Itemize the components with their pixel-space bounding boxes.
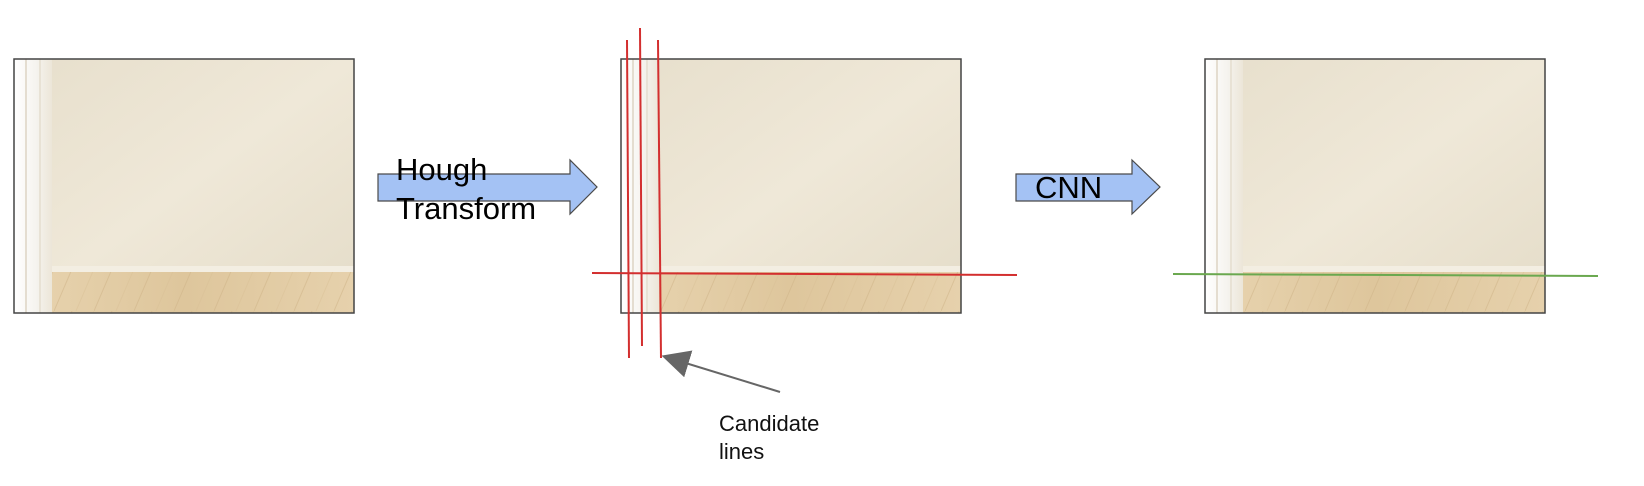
cnn-arrow	[1015, 158, 1161, 216]
hough-label-line1: Hough	[396, 152, 488, 187]
input-room-image	[13, 58, 355, 314]
candidate-line-horizontal	[591, 272, 1018, 276]
candidate-lines-label-line1: Candidate	[719, 411, 820, 436]
cnn-label: CNN	[1035, 170, 1103, 205]
candidate-line-vertical-1	[626, 39, 630, 359]
candidate-lines-label-line2: lines	[719, 439, 765, 464]
candidate-line-vertical-3	[657, 39, 662, 359]
selected-line-horizontal	[1172, 273, 1599, 277]
hough-transform-arrow	[377, 158, 598, 216]
hough-label-line2: Transform	[396, 191, 537, 226]
candidate-line-vertical-2	[639, 27, 643, 347]
candidate-lines-image	[620, 58, 962, 314]
output-room-image	[1204, 58, 1546, 314]
candidate-lines-pointer	[661, 350, 781, 393]
